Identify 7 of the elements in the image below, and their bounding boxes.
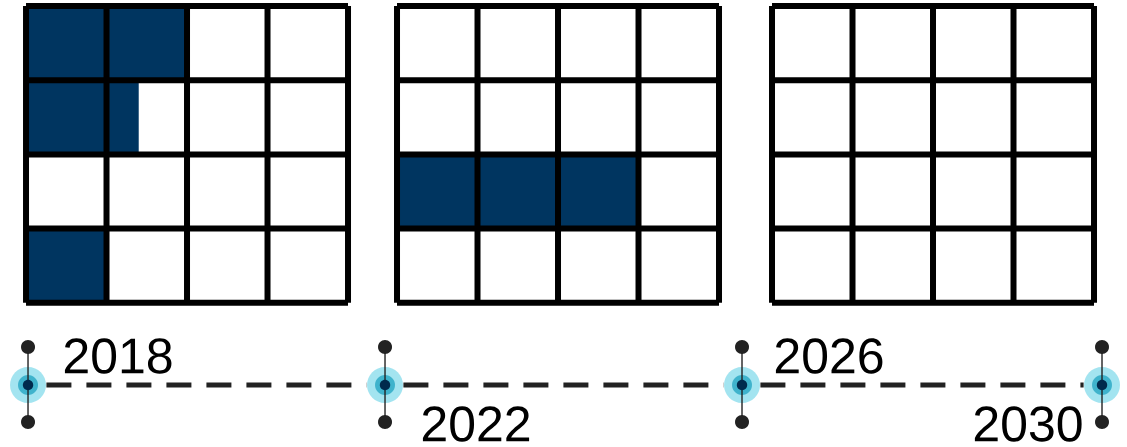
year-label: 2022 (422, 406, 530, 442)
year-label: 2018 (64, 338, 172, 374)
dashed-line (46, 382, 367, 388)
dashed-line (760, 382, 1084, 388)
year-label: 2026 (775, 338, 883, 374)
dashed-line (403, 382, 724, 388)
year-label: 2030 (974, 406, 1082, 442)
